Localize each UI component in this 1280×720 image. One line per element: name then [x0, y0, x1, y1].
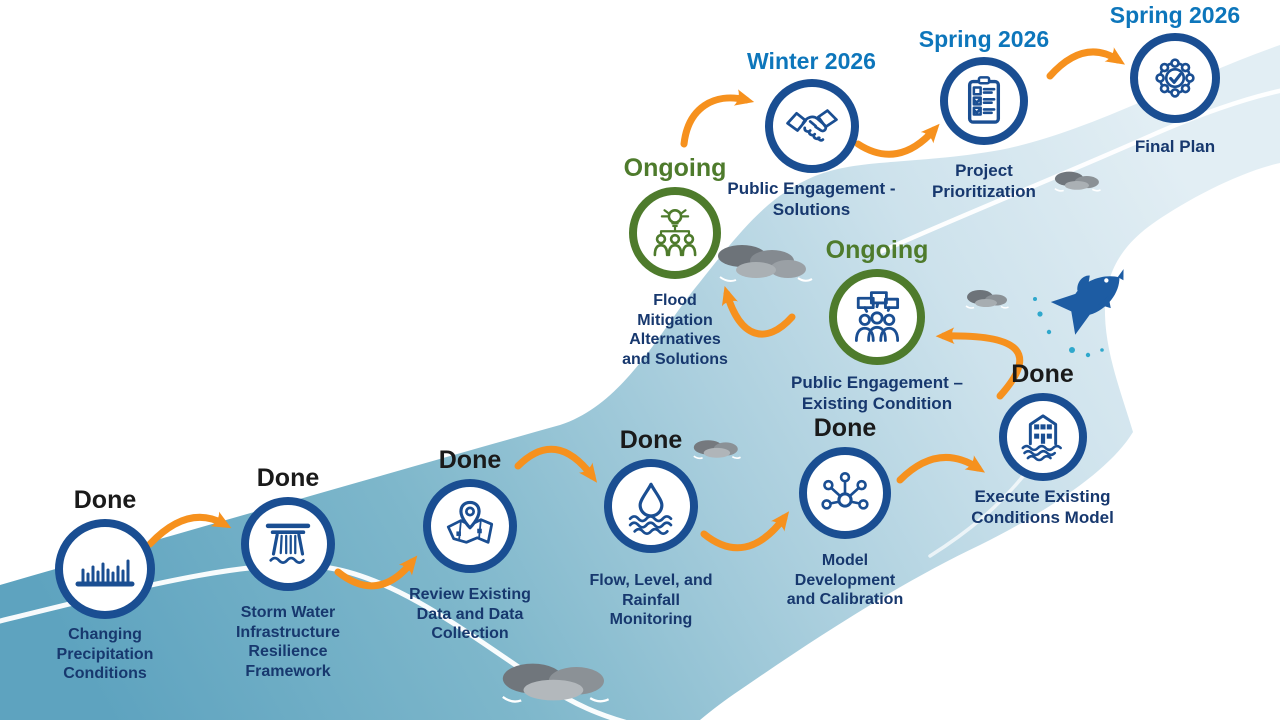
arrow-6-7	[935, 327, 1024, 400]
gear-check-icon	[1155, 58, 1195, 98]
status-label: Done	[256, 464, 320, 492]
arrow-2-3	[334, 555, 418, 590]
idea-people-icon	[653, 208, 697, 257]
status-label: Winter 2026	[747, 48, 876, 74]
handshake-icon	[785, 109, 838, 142]
milestone-circle	[55, 519, 155, 619]
milestone-label: Flow, Level, and Rainfall Monitoring	[589, 572, 713, 629]
milestone-circle	[998, 393, 1087, 481]
milestone-label: Flood Mitigation Alternatives and Soluti…	[622, 292, 728, 368]
milestone-circle	[604, 459, 698, 553]
milestone-prioritization: Spring 2026 Project Prioritization	[904, 26, 1064, 202]
milestone-label: Model Development and Calibration	[786, 552, 904, 609]
milestone-monitoring: Done Flow, Level, and Rainfall Monitorin…	[576, 426, 726, 630]
bar-chart-icon	[75, 559, 135, 587]
milestone-circle	[423, 479, 517, 573]
milestone-circle	[241, 497, 335, 591]
milestone-flood-mitigation: Ongoing Flood Mitigation Alternatives an…	[600, 154, 750, 369]
network-hub-icon	[821, 472, 869, 510]
dam-icon	[265, 523, 311, 564]
flow-arrows	[146, 47, 1126, 590]
milestone-model-development: Done Model Development and Calibration	[765, 414, 925, 610]
milestone-circle	[799, 447, 891, 539]
milestone-label: Public Engagement - Solutions	[727, 179, 896, 219]
map-pin-icon	[446, 500, 494, 544]
arrow-9-10	[854, 123, 940, 158]
rocks	[502, 171, 1101, 703]
milestone-circle	[764, 79, 859, 173]
milestone-circle	[829, 269, 925, 365]
arrow-5-6	[896, 453, 986, 484]
status-label: Done	[813, 414, 877, 442]
milestone-label: Project Prioritization	[932, 161, 1036, 201]
milestone-engagement-solutions: Winter 2026 Public Engagement - Solution…	[714, 48, 909, 220]
milestone-circle	[629, 187, 721, 279]
milestone-label: Storm Water Infrastructure Resilience Fr…	[235, 604, 341, 680]
status-label: Done	[1011, 360, 1074, 388]
milestone-execute-model: Done Execute Existing Conditions Model	[950, 360, 1135, 528]
status-label: Done	[619, 426, 683, 454]
milestone-engagement-existing: Ongoing Public Engagement – Existing Con…	[762, 236, 992, 414]
milestone-stormwater-framework: Done Storm Water Infrastructure Resilien…	[208, 464, 368, 681]
milestone-circle	[940, 57, 1028, 145]
droplet-waves-icon	[628, 482, 673, 535]
people-speech-icon	[854, 291, 900, 342]
arrow-4-5	[700, 511, 790, 552]
milestone-label: Final Plan	[1134, 137, 1216, 156]
status-label: Spring 2026	[1109, 2, 1241, 28]
milestone-data-review: Done Review Existing Data and Data Colle…	[385, 446, 555, 644]
milestone-label: Public Engagement – Existing Condition	[791, 373, 963, 413]
milestone-label: Execute Existing Conditions Model	[971, 487, 1114, 527]
status-label: Done	[73, 486, 137, 514]
milestone-label: Review Existing Data and Data Collection	[409, 586, 531, 643]
status-label: Spring 2026	[918, 26, 1050, 52]
status-label: Ongoing	[825, 236, 929, 264]
fish-icon	[1033, 269, 1124, 358]
milestone-changing-precipitation: Done Changing Precipitation Conditions	[30, 486, 180, 684]
status-label: Done	[438, 446, 502, 474]
arrow-3-4	[514, 445, 598, 483]
arrow-8-9	[680, 89, 755, 148]
arrow-7-8	[721, 285, 796, 338]
splash-drops	[1033, 297, 1104, 358]
milestone-final-plan: Spring 2026 Final Plan	[1095, 2, 1255, 158]
status-label: Ongoing	[623, 154, 727, 182]
arrow-1-2	[146, 511, 232, 548]
milestone-circle	[1130, 33, 1220, 123]
clipboard-checklist-icon	[967, 76, 1001, 124]
house-waves-icon	[1020, 414, 1062, 462]
milestone-label: Changing Precipitation Conditions	[56, 626, 154, 683]
arrow-10-11	[1046, 47, 1126, 80]
